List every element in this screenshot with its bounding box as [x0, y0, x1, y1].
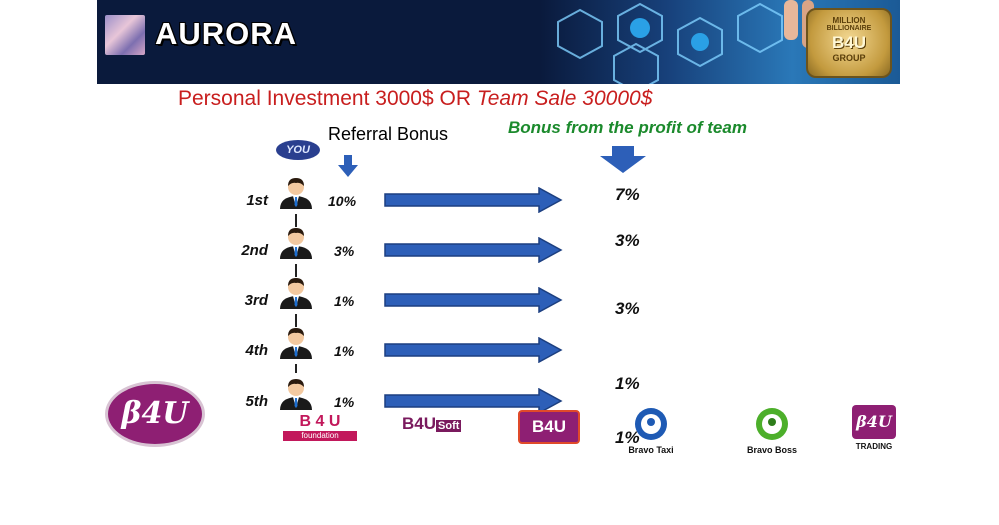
trading-mark: β4U: [852, 405, 896, 439]
referral-percent: 1%: [334, 394, 355, 410]
person-icon: [278, 327, 314, 364]
level-label: 3rd: [244, 292, 268, 309]
right-arrow-icon: [383, 336, 563, 368]
referral-percent: 1%: [334, 343, 355, 359]
level-label: 1st: [246, 192, 268, 209]
foundation-sub: foundation: [283, 431, 357, 441]
person-icon: [278, 277, 314, 314]
badge-line: BILLIONAIRE: [826, 25, 872, 32]
header-banner: AURORA MILLION BILLIONAIRE B4U GROUP: [97, 0, 900, 84]
headline-part-2: Team Sale 30000$: [476, 87, 653, 110]
badge-line: MILLION: [832, 16, 866, 25]
person-icon: [278, 378, 314, 415]
headline-part-1: Personal Investment 3000$ OR: [178, 87, 477, 110]
badge-line: GROUP: [832, 53, 866, 63]
bravo-taxi-label: Bravo Taxi: [628, 445, 674, 455]
bravo-boss-label: Bravo Boss: [746, 445, 798, 455]
person-icon: [278, 177, 314, 214]
right-arrow-icon: [383, 236, 563, 268]
down-arrow-icon: [338, 155, 358, 177]
b4u-group-badge: MILLION BILLIONAIRE B4U GROUP: [806, 8, 892, 78]
b4u-square-logo: B4U: [518, 410, 580, 444]
trading-label: TRADING: [855, 442, 893, 451]
referral-percent: 10%: [328, 193, 357, 209]
team-photo-thumbnail: [105, 15, 145, 55]
person-icon: [278, 227, 314, 264]
map-pin-icon: [756, 408, 788, 440]
team-bonus-title: Bonus from the profit of team: [508, 118, 747, 137]
qualification-headline: Personal Investment 3000$ OR Team Sale 3…: [178, 87, 652, 111]
badge-line: B4U: [831, 33, 866, 52]
level-label: 4th: [245, 342, 269, 359]
team-bonus-value: 7%: [615, 185, 640, 204]
down-arrow-icon: [600, 146, 646, 173]
b4u-logo: β4U: [105, 381, 205, 447]
brand-title: AURORA: [155, 16, 298, 51]
b4u-foundation-logo: B 4 U foundation: [283, 413, 357, 441]
b4u-trading-logo: β4U TRADING: [847, 405, 901, 451]
team-bonus-value: 1%: [615, 374, 640, 393]
team-bonus-value: 3%: [615, 299, 640, 318]
right-arrow-icon: [383, 286, 563, 318]
level-label: 5th: [245, 393, 269, 410]
right-arrow-icon: [383, 186, 563, 218]
bravo-boss-logo: Bravo Boss: [735, 406, 809, 455]
team-bonus-value: 3%: [615, 231, 640, 250]
b4usoft-sub: Soft: [436, 420, 462, 432]
b4usoft-main: B4U: [402, 414, 437, 433]
level-label: 2nd: [241, 242, 268, 259]
referral-percent: 3%: [334, 243, 355, 259]
referral-bonus-title: Referral Bonus: [328, 124, 449, 144]
team-bonus-value: 1%: [615, 428, 640, 447]
referral-percent: 1%: [334, 293, 355, 309]
foundation-name: B 4 U: [299, 413, 341, 430]
map-pin-icon: [635, 408, 667, 440]
bravo-taxi-logo: Bravo Taxi: [620, 406, 682, 455]
right-arrow-icon: [383, 387, 563, 419]
you-badge: YOU: [276, 140, 320, 160]
